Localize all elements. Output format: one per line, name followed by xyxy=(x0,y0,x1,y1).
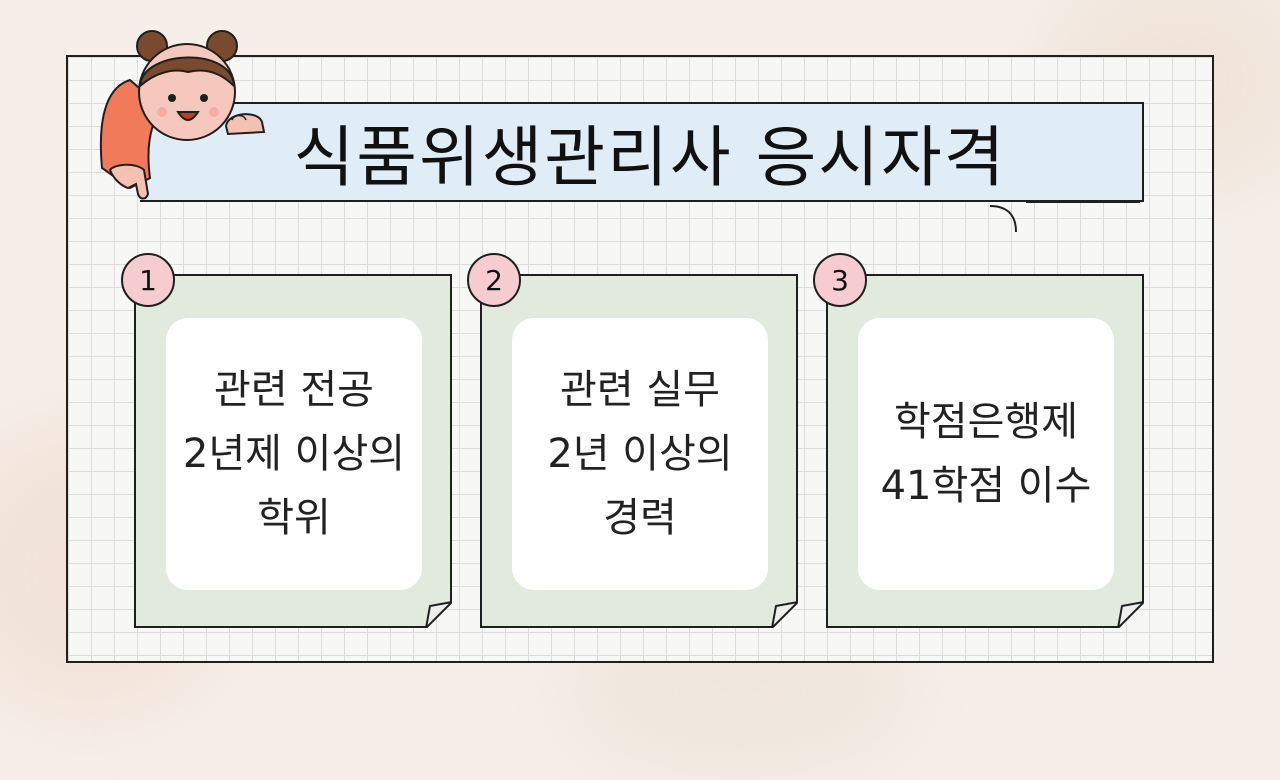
card-text-line: 2년 이상의 xyxy=(547,431,733,477)
card-text-line: 41학점 이수 xyxy=(880,463,1092,509)
qualification-card-3: 학점은행제 41학점 이수 xyxy=(826,274,1144,628)
card-text-line: 2년제 이상의 xyxy=(182,431,406,477)
step-number-badge: 1 xyxy=(121,253,175,307)
banner-swoosh-decoration xyxy=(990,201,1140,233)
card-content: 학점은행제 41학점 이수 xyxy=(858,318,1114,590)
qualification-card-2: 관련 실무 2년 이상의 경력 xyxy=(480,274,798,628)
card-content: 관련 실무 2년 이상의 경력 xyxy=(512,318,768,590)
card-text-line: 학점은행제 xyxy=(894,399,1078,445)
card-content: 관련 전공 2년제 이상의 학위 xyxy=(166,318,422,590)
qualification-card-1: 관련 전공 2년제 이상의 학위 xyxy=(134,274,452,628)
page-title: 식품위생관리사 응시자격 xyxy=(293,119,1007,196)
card-text-line: 관련 전공 xyxy=(214,367,374,413)
card-text-line: 관련 실무 xyxy=(560,367,720,413)
title-banner xyxy=(140,102,1144,202)
card-text-line: 경력 xyxy=(603,495,677,541)
card-text-line: 학위 xyxy=(257,495,331,541)
girl-mascot-illustration xyxy=(99,30,266,200)
step-number-badge: 2 xyxy=(467,253,521,307)
step-number-badge: 3 xyxy=(813,253,867,307)
